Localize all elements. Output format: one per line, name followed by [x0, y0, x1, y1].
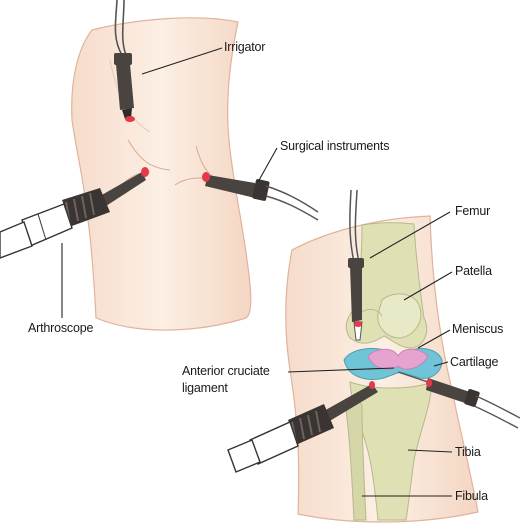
label-femur: Femur: [455, 204, 490, 218]
label-arthroscope: Arthroscope: [28, 321, 93, 335]
label-irrigator: Irrigator: [224, 40, 265, 54]
label-acl-line1: Anterior cruciate: [182, 364, 270, 378]
irrigator-incision-internal: [354, 321, 362, 327]
irrigator-incision: [125, 116, 135, 122]
label-tibia: Tibia: [455, 445, 481, 459]
label-cartilage: Cartilage: [450, 355, 498, 369]
label-surgical-instruments: Surgical instruments: [280, 139, 389, 153]
label-fibula: Fibula: [455, 489, 488, 503]
surgical-incision-internal: [426, 379, 432, 387]
arthroscope-incision: [141, 167, 149, 177]
label-patella: Patella: [455, 264, 492, 278]
arthroscope-incision-internal: [369, 381, 375, 389]
left-knee-skin: [72, 18, 251, 330]
surgical-incision: [202, 172, 210, 182]
left-knee-external-view: [0, 0, 318, 330]
label-acl-line2: ligament: [182, 381, 228, 395]
label-meniscus: Meniscus: [452, 322, 503, 336]
